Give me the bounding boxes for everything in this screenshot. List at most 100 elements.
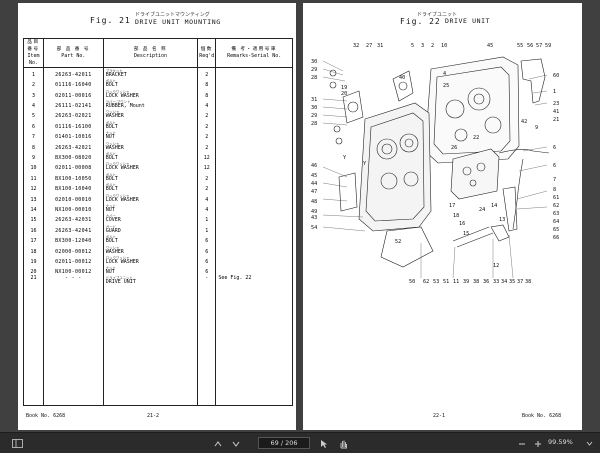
part-number-cell: 02011-00008 [42,161,104,172]
callout-number: 25 [443,83,449,89]
description-kana: ロックワッシャ [105,162,130,167]
description-kana: ロックワッシャ [105,89,130,94]
remarks-cell [215,202,293,213]
next-page-button[interactable] [230,437,242,450]
callout-number: 20 [341,91,347,97]
chevron-down-icon [586,441,592,446]
book-number: Book No. 6268 [26,413,66,419]
quantity-cell: 12 [197,161,217,172]
previous-page-button[interactable] [212,437,224,450]
callout-number: 35 [509,279,515,285]
page-number-input[interactable]: 69 / 206 [258,437,310,449]
zoom-out-button[interactable] [516,437,528,450]
callout-number: 19 [341,85,347,91]
callout-number: 30 [311,105,317,111]
callout-number: 28 [311,121,317,127]
quantity-cell: 2 [197,109,217,120]
callout-number: 45 [311,173,317,179]
description-kana: ワッシャ [105,141,120,146]
quantity-cell: 4 [197,192,217,203]
callout-number: Y [363,161,367,167]
callout-number: 57 [536,43,542,49]
callout-number: 33 [493,279,499,285]
item-cell: 17 [23,233,44,245]
part-number-cell: - - - [42,275,104,406]
part-number-cell: BX100-10050 [42,171,104,182]
description-kana: ロックワッシャ [105,255,130,260]
callout-number: 43 [311,215,317,221]
item-cell: 9 [23,150,44,162]
part-number-cell: NX100-00010 [42,202,104,213]
item-cell: 6 [23,119,44,130]
callout-number: 34 [501,279,507,285]
zoom-dropdown-button[interactable] [584,437,594,450]
description-text: DRIVE UNIT [105,279,136,286]
quantity-cell: - [197,275,217,406]
callout-number: 51 [443,279,449,285]
item-cell: 5 [23,109,44,120]
zoom-level[interactable]: 99.59% [548,438,573,446]
hand-icon [340,440,347,448]
quantity-cell: 12 [197,150,217,162]
callout-number: 31 [377,43,383,49]
callout-number: 10 [441,43,447,49]
sidebar-toggle-button[interactable] [10,437,24,450]
description-text: WASHER [105,248,124,255]
hand-tool-button[interactable] [337,437,349,450]
callout-number: 3 [421,43,424,49]
quantity-cell: 8 [197,77,217,89]
page-number: 21-2 [147,413,160,419]
callout-number: 12 [493,263,499,269]
figure-number: Fig. 22 [400,17,441,26]
figure-header-jp: ドライブユニット [417,12,458,18]
description-text: LOCK WASHER [105,196,139,203]
callout-number: 29 [311,113,317,119]
remarks-cell [215,161,293,172]
part-number-cell: 26263-02021 [42,109,104,120]
callout-number: 66 [553,235,559,241]
quantity-cell: 4 [197,202,217,213]
description-kana: カバー [105,214,116,219]
callout-number: 14 [491,203,497,209]
callout-number: 15 [463,231,469,237]
remarks-cell [215,77,293,89]
part-number-cell: 02000-00012 [42,244,104,255]
zoom-in-button[interactable] [532,437,544,450]
description-text: BOLT [105,155,118,162]
callout-number: 62 [423,279,429,285]
select-tool-button[interactable] [318,437,330,450]
item-cell: 2 [23,77,44,89]
callout-number: 59 [545,43,551,49]
callout-number: 17 [449,203,455,209]
quantity-cell: 2 [197,119,217,130]
remarks-cell [215,150,293,162]
remarks-cell [215,119,293,130]
remarks-cell: See Fig. 22 [215,275,293,406]
item-cell: 19 [23,254,44,265]
item-cell: 14 [23,202,44,213]
description-text: LOCK WASHER [105,92,139,99]
callout-number: 39 [463,279,469,285]
minus-icon [519,443,525,444]
